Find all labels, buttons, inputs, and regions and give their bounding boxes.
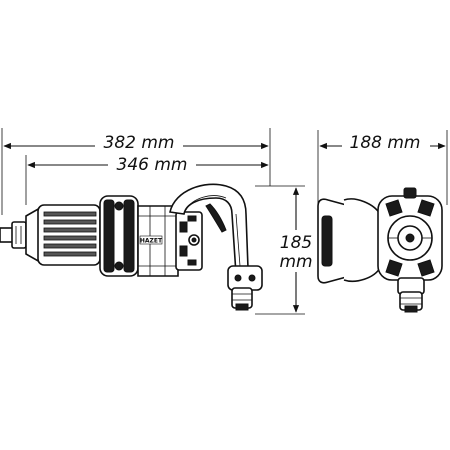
trigger	[205, 203, 227, 233]
body-length-label: 346 mm	[117, 155, 188, 175]
dimension-body-length: 346 mm	[25, 152, 269, 205]
rear-handle	[317, 198, 381, 284]
air-inlet	[227, 265, 263, 311]
brand-label: HAZET	[140, 238, 163, 245]
housing-ribs	[43, 211, 97, 257]
motor-housing: HAZET	[137, 205, 179, 277]
rear-housing	[377, 187, 443, 281]
impact-wrench-side-view: HAZET	[0, 183, 263, 311]
width-label: 188 mm	[350, 133, 421, 153]
dimension-width: 188 mm	[317, 130, 448, 205]
dimension-overall-length: 382 mm	[1, 128, 271, 215]
rear-valve-block	[175, 211, 203, 271]
overall-length-label: 382 mm	[104, 133, 175, 153]
height-value-label: 185	[280, 233, 312, 253]
height-unit-label: mm	[279, 252, 312, 272]
rear-air-inlet	[397, 277, 425, 313]
bumper-ring	[99, 195, 139, 277]
anvil-housing	[25, 204, 101, 266]
impact-wrench-rear-view	[317, 187, 443, 313]
dimension-height: 185 mm	[255, 185, 315, 315]
square-drive	[0, 221, 27, 249]
